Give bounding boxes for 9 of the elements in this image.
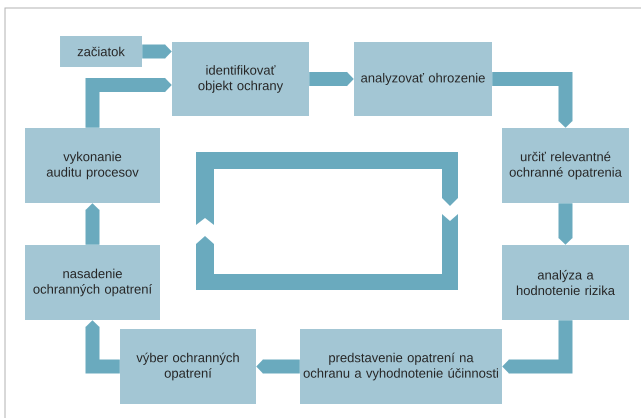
process-box: predstavenie opatrení na ochranu a vyhodnotenie účinnosti: [300, 329, 502, 404]
process-box: identifikovať objekt ochrany: [172, 42, 309, 116]
process-box: výber ochranných opatrení: [120, 329, 256, 404]
process-box: nasadenie ochranných opatrení: [25, 245, 160, 320]
process-box: analýza a hodnotenie rizika: [502, 245, 629, 320]
process-box: analyzovať ohrozenie: [354, 42, 492, 116]
process-box: začiatok: [60, 36, 142, 67]
process-box: vykonanie auditu procesov: [25, 128, 160, 203]
process-box: určiť relevantné ochranné opatrenia: [502, 128, 629, 203]
